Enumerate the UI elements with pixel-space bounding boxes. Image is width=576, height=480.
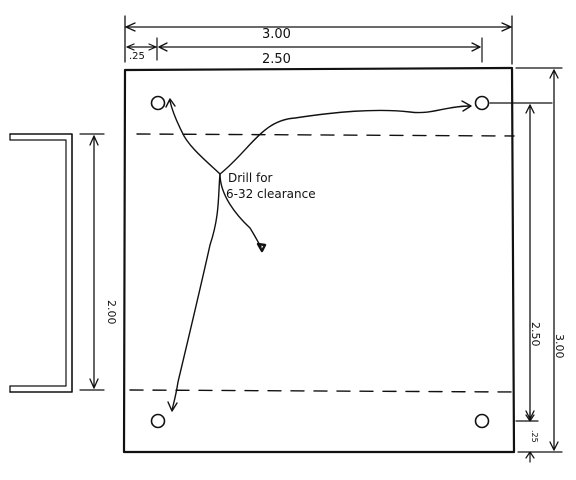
fold-line-top (136, 133, 515, 137)
dim-hole-spacing-vertical (489, 102, 553, 422)
dim-overall-width (124, 15, 513, 65)
dim-overall-height (515, 67, 563, 453)
dim-label-hole-offset-left: .25 (129, 51, 145, 62)
hole-bottom-left (150, 413, 166, 429)
side-view-bracket (9, 133, 73, 393)
drill-note-line-2: 6-32 clearance (226, 187, 316, 201)
dim-label-hole-spacing-horizontal: 2.50 (262, 52, 291, 67)
dim-label-hole-spacing-vertical: 2.50 (529, 322, 542, 347)
dim-label-hole-offset-bottom: .25 (530, 430, 539, 443)
fold-line-bottom (129, 389, 515, 393)
drill-note-line-1: Drill for (228, 171, 273, 185)
hole-bottom-right (474, 413, 490, 429)
plate-outline (122, 66, 516, 454)
dim-channel-height (79, 133, 105, 391)
hole-top-left (150, 95, 166, 111)
hole-top-right (474, 95, 490, 111)
leader-lines (165, 98, 472, 412)
dim-hole-offset-bottom (525, 411, 535, 463)
dim-label-overall-height: 3.00 (553, 334, 566, 359)
dim-label-channel-height: 2.00 (105, 300, 118, 325)
dim-label-overall-width: 3.00 (262, 27, 291, 42)
dim-hole-offset-left (126, 37, 158, 61)
dim-hole-spacing-horizontal (158, 37, 483, 63)
